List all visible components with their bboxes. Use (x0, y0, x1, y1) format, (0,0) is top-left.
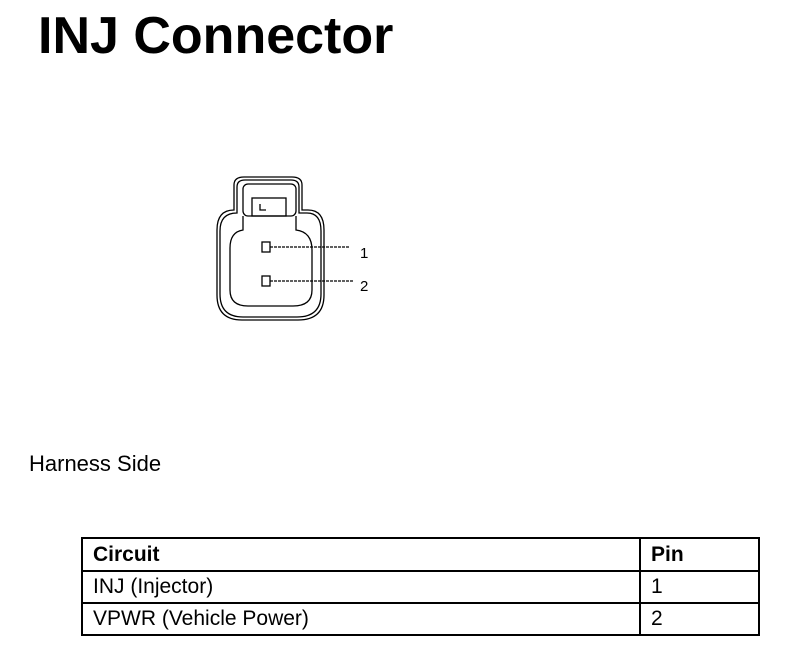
pin-cell: 2 (639, 602, 760, 636)
table-row: VPWR (Vehicle Power) 2 (81, 602, 760, 636)
header-circuit: Circuit (81, 537, 641, 572)
pin-2-terminal (261, 275, 271, 287)
connector-outer-body-inner (219, 179, 322, 318)
connector-latch-tab (251, 197, 287, 217)
pin-2-label: 2 (360, 278, 368, 295)
circuit-cell: INJ (Injector) (81, 570, 641, 604)
table-header-row: Circuit Pin (81, 537, 760, 572)
connector-latch (242, 183, 297, 217)
circuit-cell: VPWR (Vehicle Power) (81, 602, 641, 636)
connector-inner-housing (229, 216, 313, 307)
pin-cell: 1 (639, 570, 760, 604)
circuit-pin-table: Circuit Pin INJ (Injector) 1 VPWR (Vehic… (81, 537, 760, 636)
table-row: INJ (Injector) 1 (81, 570, 760, 604)
harness-side-label: Harness Side (29, 451, 162, 476)
page-title: INJ Connector (38, 7, 394, 65)
header-pin: Pin (639, 537, 760, 572)
connector-diagram: 1 2 (216, 176, 368, 321)
connector-outer-body (216, 176, 325, 321)
pin-1-label: 1 (360, 245, 368, 262)
pin-1-terminal (261, 241, 271, 253)
